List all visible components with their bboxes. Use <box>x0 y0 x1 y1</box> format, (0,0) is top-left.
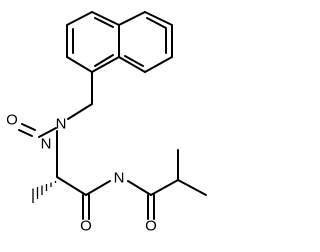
naphthalene-ring <box>66 11 173 73</box>
bond <box>91 11 120 26</box>
bond <box>56 176 87 196</box>
atom-label-amide-nitrogen: N <box>114 170 125 187</box>
hashed-wedge-bond <box>32 181 57 203</box>
atom-label-amine-nitrogen: N <box>56 116 67 133</box>
bond <box>38 127 57 138</box>
atom-symbol: N <box>56 116 67 133</box>
structure-diagram: O N N N O O <box>6 11 207 235</box>
double-bond-inner <box>94 17 114 28</box>
double-bond-inner <box>146 17 167 29</box>
bond <box>66 11 93 26</box>
atom-label-nitroso-oxygen: O <box>6 112 18 129</box>
bond <box>67 103 93 120</box>
double-bond <box>21 123 36 131</box>
atom-symbol: O <box>6 112 18 129</box>
bond <box>66 56 93 73</box>
bond <box>144 11 173 26</box>
atom-label-carbonyl-oxygen-2: O <box>145 218 157 235</box>
bond <box>91 56 120 73</box>
atom-label-carbonyl-oxygen-1: O <box>80 218 92 235</box>
bond <box>177 179 207 196</box>
atom-label-nitroso-nitrogen: N <box>41 136 52 153</box>
bond <box>118 11 146 26</box>
bond <box>127 180 152 196</box>
atom-symbol: N <box>41 136 52 153</box>
double-bond-inner <box>94 54 114 67</box>
bond <box>85 180 111 196</box>
bond <box>118 56 146 73</box>
double-bond-inner <box>124 55 144 67</box>
bond <box>150 179 179 196</box>
bond <box>144 56 173 73</box>
double-bond <box>18 129 33 137</box>
atom-symbol: O <box>145 218 157 235</box>
atom-symbol: O <box>80 218 92 235</box>
atom-symbol: N <box>114 170 125 187</box>
